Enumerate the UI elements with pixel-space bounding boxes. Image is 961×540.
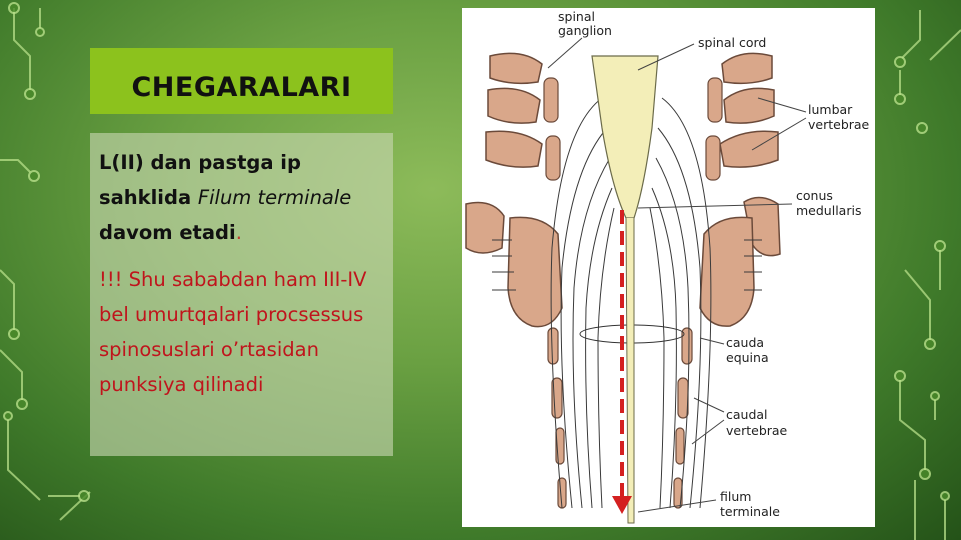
para1-part5: . <box>235 221 242 244</box>
svg-text:spinal: spinal <box>558 9 595 24</box>
definition-paragraph: L(II) dan pastga ip sahklida Filum termi… <box>99 145 385 250</box>
spine-diagram: spinal ganglion spinal cord lumbar verte… <box>465 9 870 524</box>
label-conus-1: conus <box>796 188 833 203</box>
svg-text:spinal cord: spinal cord <box>698 35 766 50</box>
para1-part2: dan pastga ip sahklida <box>99 151 301 209</box>
label-cauda-2: equina <box>726 350 769 365</box>
para1-part1: L(II) <box>99 151 144 174</box>
label-caudal-1: caudal <box>726 407 768 422</box>
svg-text:terminale: terminale <box>720 504 780 519</box>
vertebra-bodies <box>465 52 781 328</box>
para1-part3: Filum terminale <box>197 186 352 209</box>
arrow-head-icon <box>612 496 632 514</box>
para1-part4: davom etadi <box>99 221 236 244</box>
spinal-cord-shape <box>591 55 659 219</box>
label-spinal-ganglion-2: ganglion <box>558 23 612 38</box>
text-panel: L(II) dan pastga ip sahklida Filum termi… <box>90 133 393 456</box>
label-spinal-ganglion-1: spinal <box>558 9 595 24</box>
svg-text:cauda: cauda <box>726 335 764 350</box>
label-spinal-cord: spinal cord <box>698 35 766 50</box>
spinal-cord-illustration: spinal ganglion spinal cord lumbar verte… <box>462 8 875 527</box>
label-caudal-2: vertebrae <box>726 423 788 438</box>
label-lumbar-2: vertebrae <box>808 117 870 132</box>
svg-text:vertebrae: vertebrae <box>726 423 788 438</box>
title-banner: CHEGARALARI <box>90 48 393 114</box>
label-cauda-1: cauda <box>726 335 764 350</box>
svg-text:medullaris: medullaris <box>796 203 861 218</box>
svg-text:vertebrae: vertebrae <box>808 117 870 132</box>
warning-paragraph: !!! Shu sababdan ham III-IV bel umurtqal… <box>99 268 367 396</box>
slide-title: CHEGARALARI <box>131 71 352 103</box>
label-filum-2: terminale <box>720 504 780 519</box>
svg-text:conus: conus <box>796 188 833 203</box>
label-filum-1: filum <box>720 489 751 504</box>
svg-text:filum: filum <box>720 489 751 504</box>
label-conus-2: medullaris <box>796 203 861 218</box>
svg-text:caudal: caudal <box>726 407 768 422</box>
svg-text:lumbar: lumbar <box>808 102 853 117</box>
label-lumbar-1: lumbar <box>808 102 853 117</box>
svg-text:equina: equina <box>726 350 769 365</box>
svg-text:ganglion: ganglion <box>558 23 612 38</box>
